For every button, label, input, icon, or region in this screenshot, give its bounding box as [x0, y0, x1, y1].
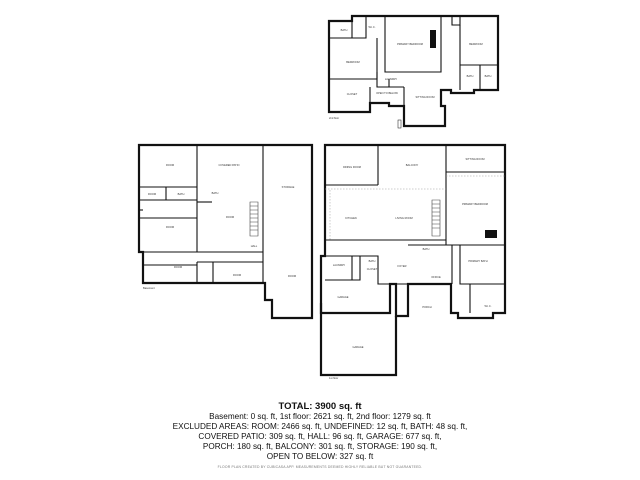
room-label: BATH	[212, 191, 219, 195]
area-line-5: OPEN TO BELOW: 327 sq. ft	[266, 452, 374, 461]
area-line-2: EXCLUDED AREAS: ROOM: 2466 sq. ft, UNDEF…	[172, 422, 468, 431]
room-label: PRIMARY BATH	[468, 259, 487, 263]
room-label: BALCONY	[406, 163, 419, 167]
room-label: ROOM	[233, 273, 241, 277]
total-area: TOTAL: 3900 sq. ft	[278, 401, 362, 412]
room-label: HALL	[251, 244, 258, 248]
room-label: ROOM	[148, 192, 156, 196]
room-label: PORCH	[422, 305, 431, 309]
room-label: ROOM	[166, 225, 174, 229]
room-label: ROOM	[288, 274, 296, 278]
basement-plan: ROOM COVERED PATIO STORAGE ROOM BATH BAT…	[137, 143, 314, 320]
room-label: CLOSET	[367, 267, 378, 271]
room-label: BATH	[341, 28, 348, 32]
room-label: SITTING ROOM	[465, 157, 484, 161]
first-floor-plan: DINING ROOM BALCONY SITTING ROOM PRIMARY…	[319, 143, 507, 380]
room-label: LAUNDRY	[385, 77, 398, 81]
room-label: BATH	[467, 74, 474, 78]
room-label: GARAGE	[337, 295, 348, 299]
room-label: BEDROOM	[469, 42, 482, 46]
room-label: DINING ROOM	[343, 165, 361, 169]
room-label: OPEN TO BELOW	[376, 91, 398, 95]
room-label: CLOSET	[347, 92, 358, 96]
floor-label: 2nd floor	[329, 116, 339, 120]
room-label: BATH	[369, 259, 376, 263]
room-label: STORAGE	[282, 185, 295, 189]
floor-label: Basement	[143, 286, 155, 290]
room-label: OFFICE	[431, 275, 441, 279]
room-label: LAUNDRY	[333, 263, 346, 267]
room-label: GARAGE	[352, 345, 363, 349]
area-line-4: PORCH: 180 sq. ft, BALCONY: 301 sq. ft, …	[202, 442, 438, 451]
room-label: FOYER	[398, 264, 407, 268]
room-label: W.I.C.	[484, 304, 491, 308]
room-label: LIVING ROOM	[395, 216, 412, 220]
footer-disclaimer: FLOOR PLAN CREATED BY CUBICASA APP. MEAS…	[217, 465, 423, 469]
room-label: BATH	[485, 74, 492, 78]
area-line-1: Basement: 0 sq. ft, 1st floor: 2621 sq. …	[209, 412, 431, 421]
area-line-3: COVERED PATIO: 309 sq. ft, HALL: 96 sq. …	[198, 432, 442, 441]
room-label: BATH	[423, 247, 430, 251]
floor-label: 1st floor	[329, 376, 338, 380]
room-label: KITCHEN	[345, 216, 357, 220]
room-label: W.I.C.	[368, 25, 375, 29]
room-label: BATH	[178, 192, 185, 196]
floor-plan: BATH W.I.C. PRIMARY BEDROOM BEDROOM BEDR…	[137, 14, 507, 380]
room-label: ROOM	[166, 163, 174, 167]
second-floor-plan: BATH W.I.C. PRIMARY BEDROOM BEDROOM BEDR…	[327, 14, 500, 129]
room-label: SITTING ROOM	[415, 95, 434, 99]
room-label: COVERED PATIO	[219, 163, 240, 167]
room-label: BEDROOM	[346, 60, 359, 64]
room-label: ROOM	[174, 265, 182, 269]
room-label: ROOM	[226, 215, 234, 219]
room-label: PRIMARY BEDROOM	[462, 202, 488, 206]
room-label: PRIMARY BEDROOM	[397, 42, 423, 46]
